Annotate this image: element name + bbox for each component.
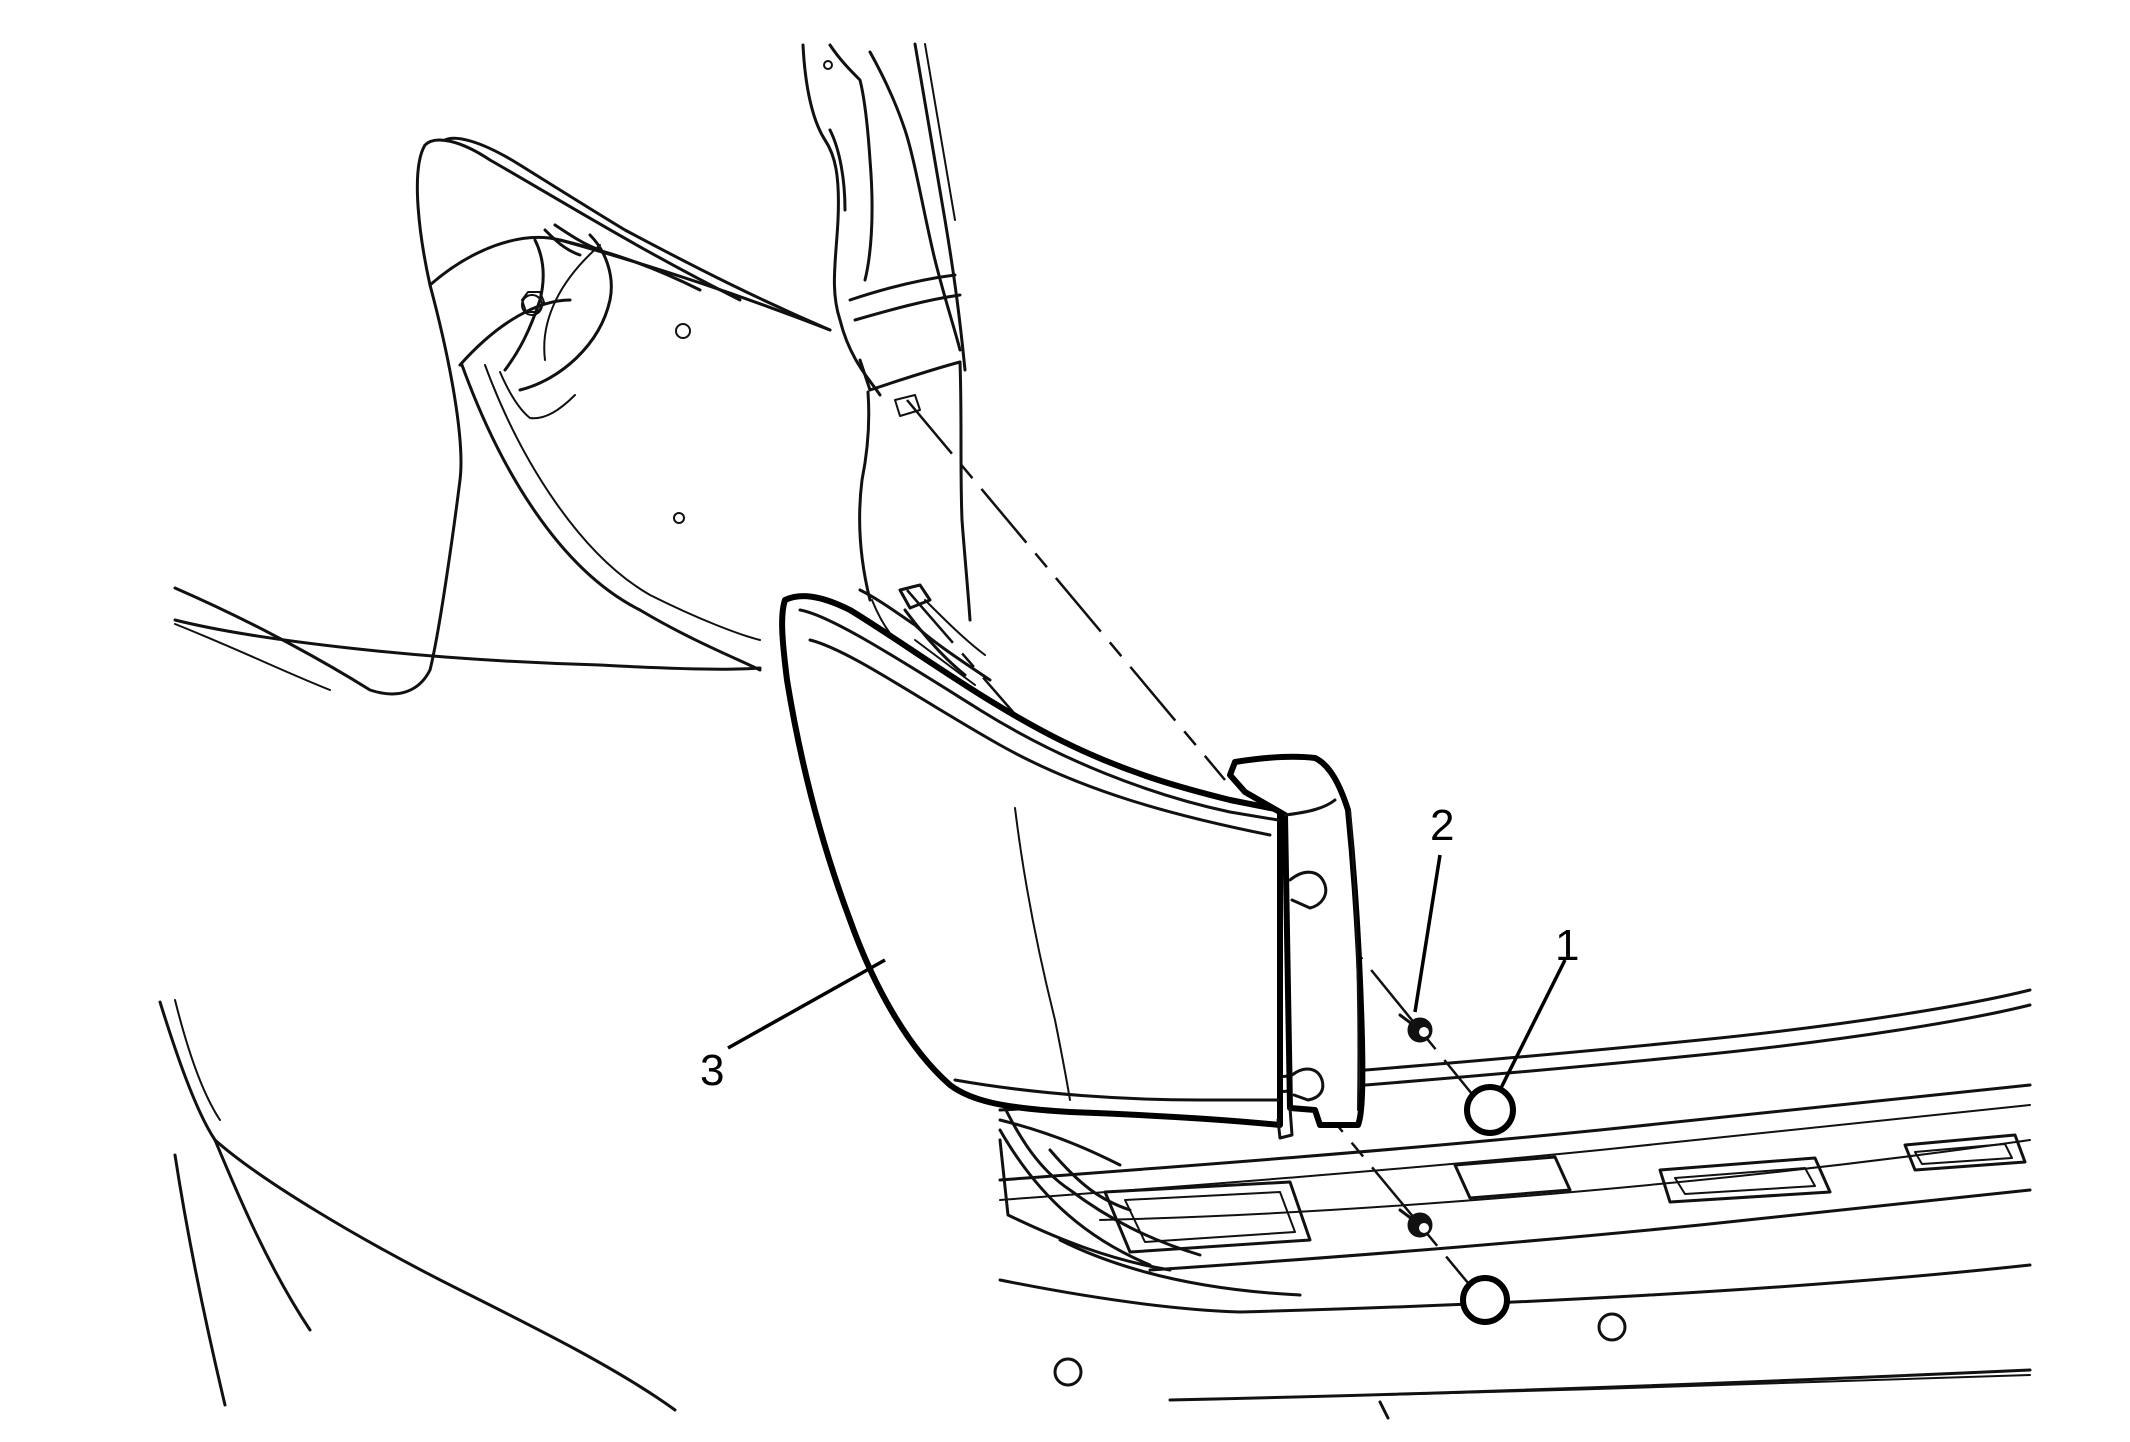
bumper-holes	[1053, 1312, 1627, 1387]
tail-lamp-assembly	[779, 593, 1366, 1140]
rear-bumper-fascia	[158, 618, 762, 1412]
wheel-opening-contour	[443, 136, 832, 672]
lamp-cover-cap-lower	[1460, 1275, 1510, 1325]
callout-3-label: 3	[700, 1046, 724, 1095]
quarter-panel-outline	[173, 138, 742, 696]
callout-2-leader	[1413, 854, 1442, 1013]
callout-1-label: 1	[1555, 921, 1579, 970]
lamp-pocket	[858, 583, 992, 686]
bumper-reflector-slots	[1103, 1133, 2027, 1254]
callout-3-leader	[727, 958, 886, 1050]
rear-pillar	[801, 42, 972, 646]
lamp-mounting-screw-lower	[1398, 1208, 1433, 1238]
callout-1-leader	[1498, 959, 1567, 1091]
callout-2-label: 2	[1430, 801, 1454, 850]
inner-panel	[543, 238, 832, 524]
lamp-mounting-screw-upper	[1398, 1013, 1433, 1043]
lamp-cover-cap-upper	[1464, 1084, 1516, 1136]
